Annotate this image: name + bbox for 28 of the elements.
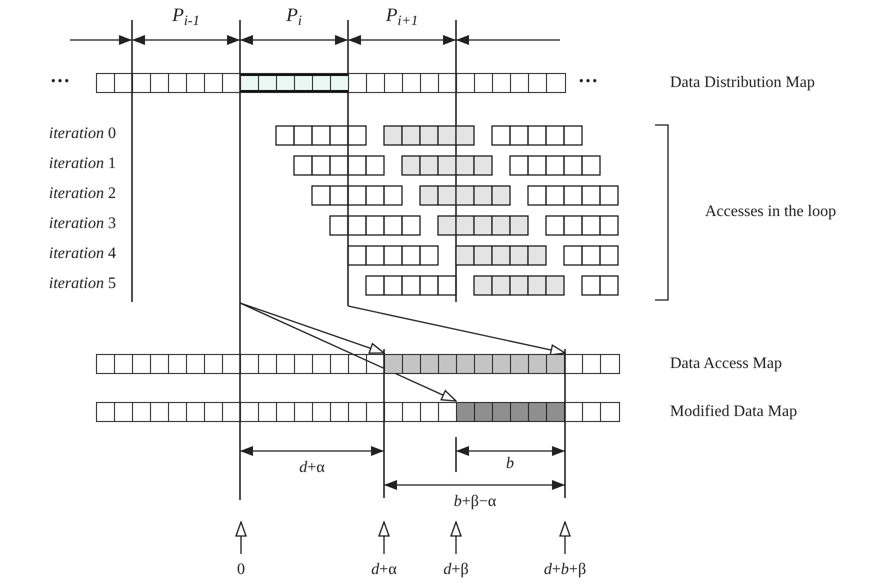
annotation-label: Modified Data Map xyxy=(670,402,798,422)
annotation-label: b+β−α xyxy=(454,492,496,512)
partition-label: P$_{i}$ xyxy=(286,6,302,26)
cell-strip xyxy=(96,354,620,374)
annotation-label: Data Distribution Map xyxy=(670,73,815,93)
annotation-label: d+α xyxy=(371,560,397,580)
iteration-label: iteration 0 xyxy=(48,124,116,144)
annotation-label: d+α xyxy=(299,458,325,478)
partition-label: P$_{i-1}$ xyxy=(172,6,200,26)
arrow xyxy=(348,305,566,356)
iteration-label: iteration 5 xyxy=(48,274,116,294)
annotation-label: Data Access Map xyxy=(670,354,782,374)
annotation-label: d+β xyxy=(443,560,469,580)
arrow xyxy=(240,302,457,402)
partition-label: P$_{i+1}$ xyxy=(386,6,418,26)
iteration-label: iteration 1 xyxy=(48,154,116,174)
annotation-label: d+b+β xyxy=(544,560,586,580)
iteration-label: iteration 4 xyxy=(48,244,116,264)
ellipsis: … xyxy=(50,66,70,86)
ellipsis: … xyxy=(578,66,598,86)
iteration-label: iteration 2 xyxy=(48,184,116,204)
annotation-label: 0 xyxy=(237,560,245,580)
cell-strip xyxy=(96,402,620,422)
annotation-label: b xyxy=(506,454,514,474)
annotation-label: Accesses in the loop xyxy=(705,202,836,222)
cell-strip xyxy=(96,73,566,93)
arrow xyxy=(240,302,385,354)
iteration-label: iteration 3 xyxy=(48,214,116,234)
